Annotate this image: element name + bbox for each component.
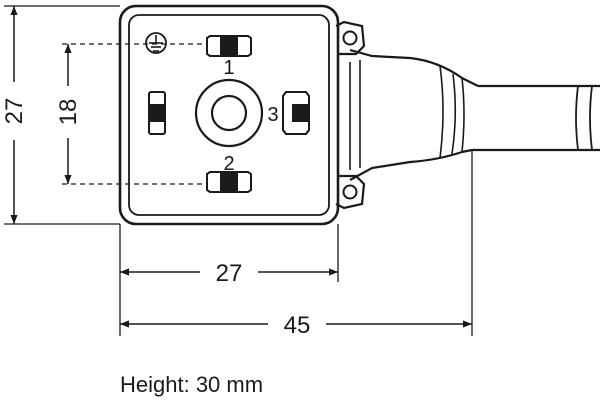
cable-assembly: [349, 48, 600, 181]
height-caption: Height: 30 mm: [120, 372, 263, 397]
dimension-label-45: 45: [284, 312, 311, 339]
center-screw: [194, 78, 264, 148]
contact-ground: [206, 35, 252, 57]
contact-pin-3: [282, 91, 310, 135]
connector-body: [118, 4, 340, 226]
pin-label-1: 1: [223, 57, 234, 79]
mounting-ear-bottom: [335, 174, 366, 210]
dimension-label-27-vertical: 27: [1, 98, 28, 125]
pin-label-3: 3: [267, 104, 278, 126]
dimension-height-pins: 18: [55, 44, 82, 184]
pin-label-2: 2: [223, 153, 234, 175]
mounting-ear-top: [335, 20, 366, 56]
ground-symbol-icon: [145, 32, 167, 54]
dimension-height-outer: 27: [1, 6, 28, 224]
dimension-width-body: 27: [120, 260, 338, 287]
dimension-label-27-horizontal: 27: [216, 260, 243, 287]
contact-pin-1: [148, 91, 166, 135]
dimension-width-total: 45: [120, 312, 472, 339]
dimension-label-18: 18: [55, 99, 82, 126]
contact-pin-2: [206, 171, 252, 193]
